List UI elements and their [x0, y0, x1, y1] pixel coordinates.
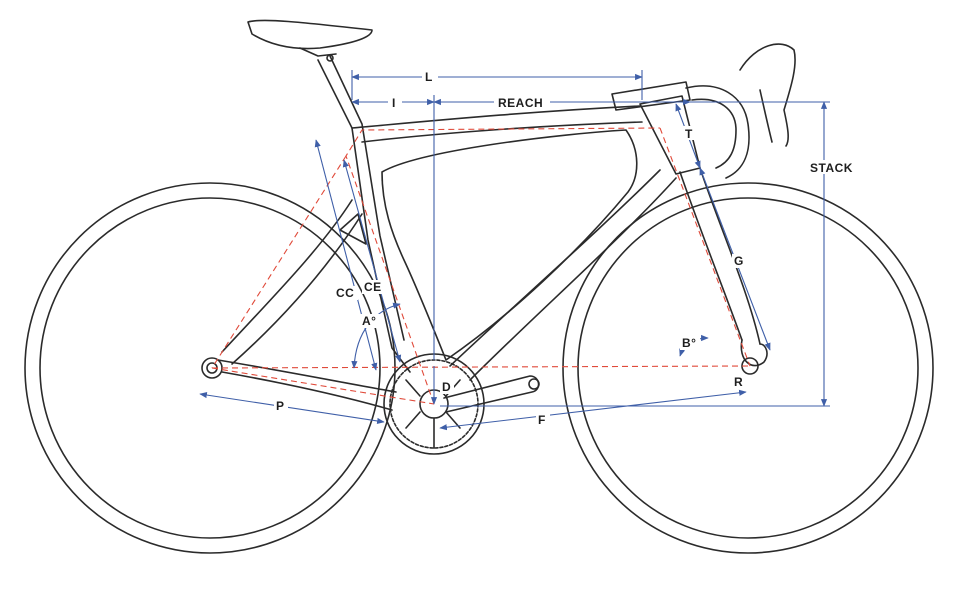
label-P: P — [276, 399, 285, 413]
label-A-angle: A° — [362, 314, 376, 328]
label-reach: REACH — [498, 96, 543, 110]
front-wheel — [562, 182, 934, 554]
label-stack: STACK — [810, 161, 853, 175]
label-T: T — [685, 127, 693, 141]
label-B-angle: B° — [682, 336, 696, 350]
geometry-lines — [211, 127, 751, 405]
labels: L I REACH T STACK G CC CE A° B° D P F R — [274, 69, 856, 427]
frame — [217, 55, 768, 411]
label-L: L — [425, 70, 433, 84]
label-R: R — [734, 375, 743, 389]
label-G: G — [734, 254, 744, 268]
chainring — [383, 353, 540, 455]
label-CE: CE — [364, 280, 382, 294]
label-CC: CC — [336, 286, 354, 300]
label-D: D — [442, 380, 451, 394]
saddle — [247, 19, 373, 62]
label-I: I — [392, 96, 396, 110]
handlebar — [611, 43, 796, 179]
label-F: F — [538, 413, 546, 427]
